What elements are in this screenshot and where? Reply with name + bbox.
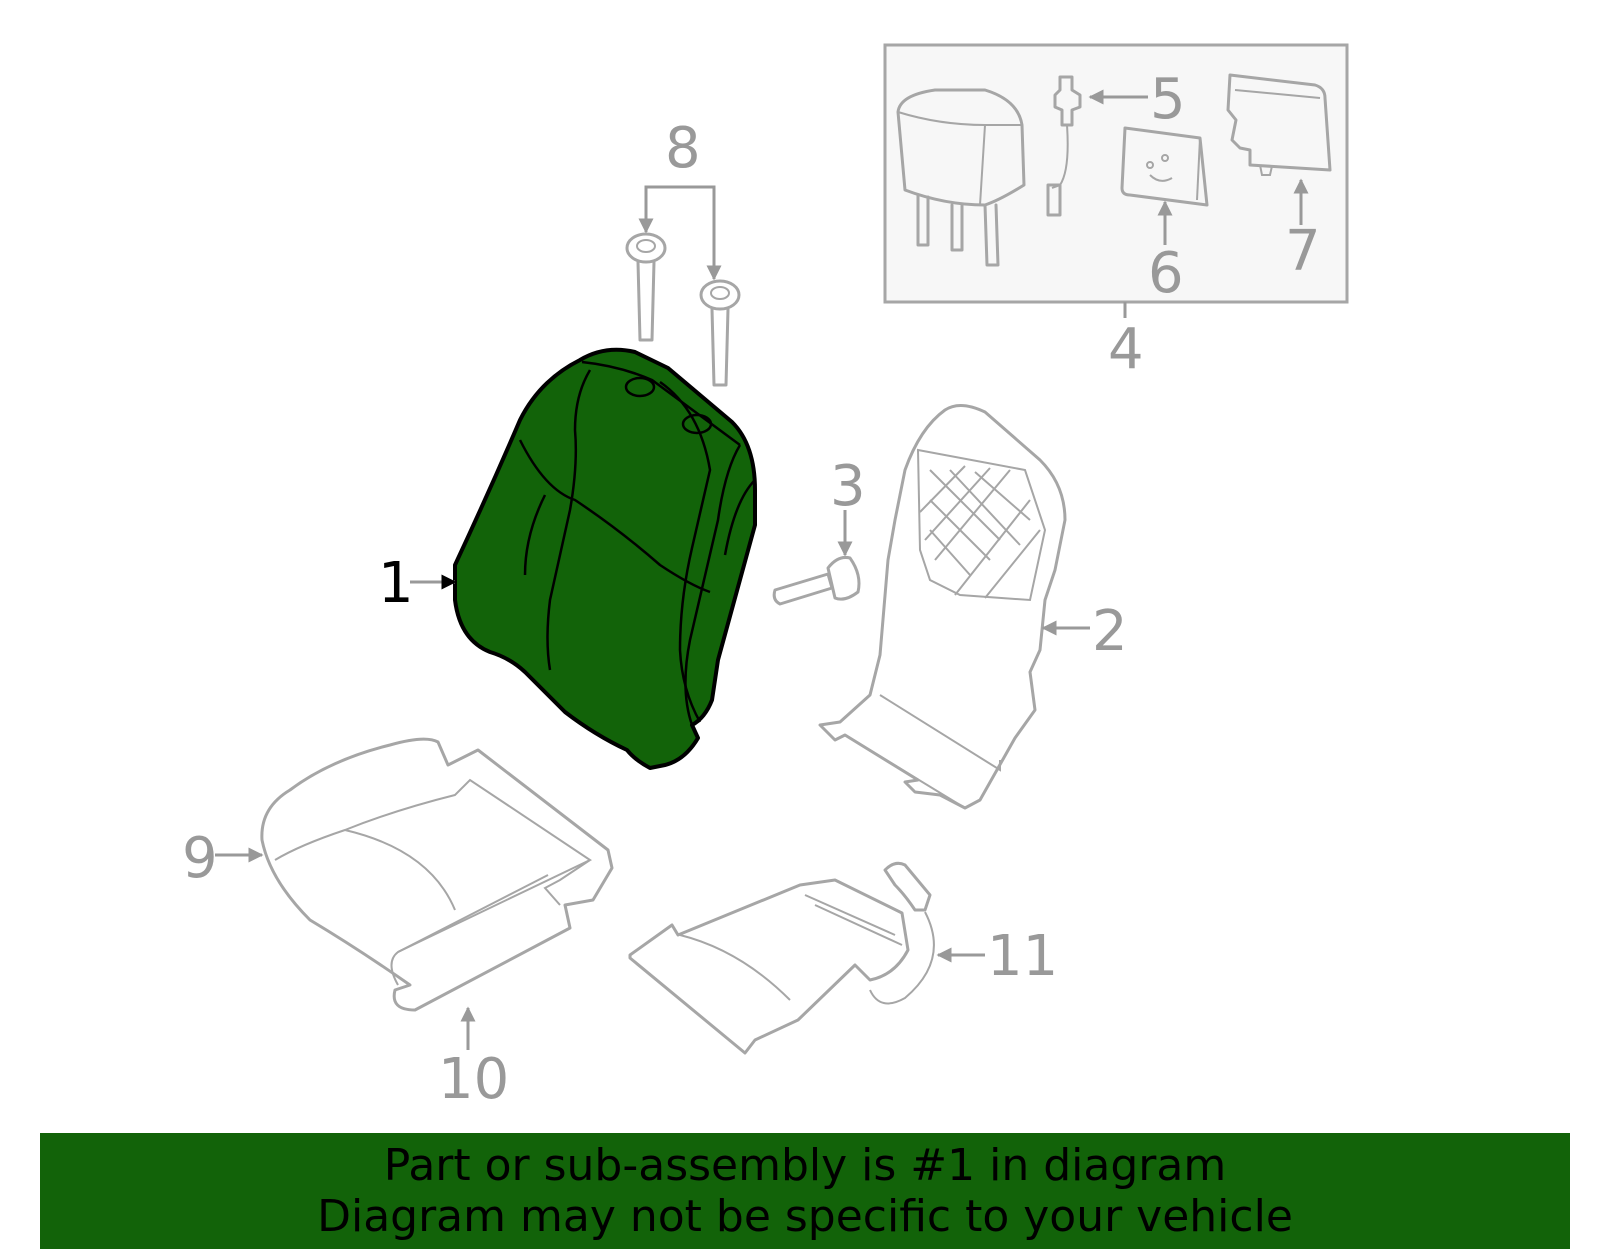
part-11-seat-heater <box>628 861 935 1055</box>
callout-2: 2 <box>1092 599 1128 664</box>
headrest-drawing <box>896 88 1026 267</box>
part-8-guides <box>625 232 741 387</box>
part-6-drawing <box>1120 126 1209 207</box>
banner-line-1: Part or sub-assembly is #1 in diagram <box>383 1140 1227 1191</box>
part-7-drawing <box>1226 73 1332 176</box>
callout-1: 1 <box>378 551 414 616</box>
part-3-bolt <box>772 556 861 606</box>
part-4-kit-box <box>883 43 1349 304</box>
callout-3: 3 <box>830 454 866 519</box>
callout-labels: 1 2 3 4 5 6 7 8 9 10 11 <box>182 67 1321 1112</box>
banner-line-2: Diagram may not be specific to your vehi… <box>317 1191 1293 1242</box>
callout-4: 4 <box>1108 317 1144 382</box>
part-9-seat-cushion <box>260 737 614 1012</box>
callout-5: 5 <box>1150 67 1186 132</box>
leader-lines <box>215 89 1309 1050</box>
callout-8: 8 <box>665 116 701 181</box>
callout-10: 10 <box>438 1047 509 1112</box>
part-1-seat-back-cushion <box>453 347 757 770</box>
part-2-back-panel <box>818 404 1067 810</box>
part-5-drawing <box>1046 75 1082 217</box>
info-banner: Part or sub-assembly is #1 in diagram Di… <box>40 1133 1570 1249</box>
callout-9: 9 <box>182 826 218 891</box>
callout-6: 6 <box>1148 241 1184 306</box>
callout-7: 7 <box>1285 219 1321 284</box>
callout-11: 11 <box>987 924 1058 989</box>
